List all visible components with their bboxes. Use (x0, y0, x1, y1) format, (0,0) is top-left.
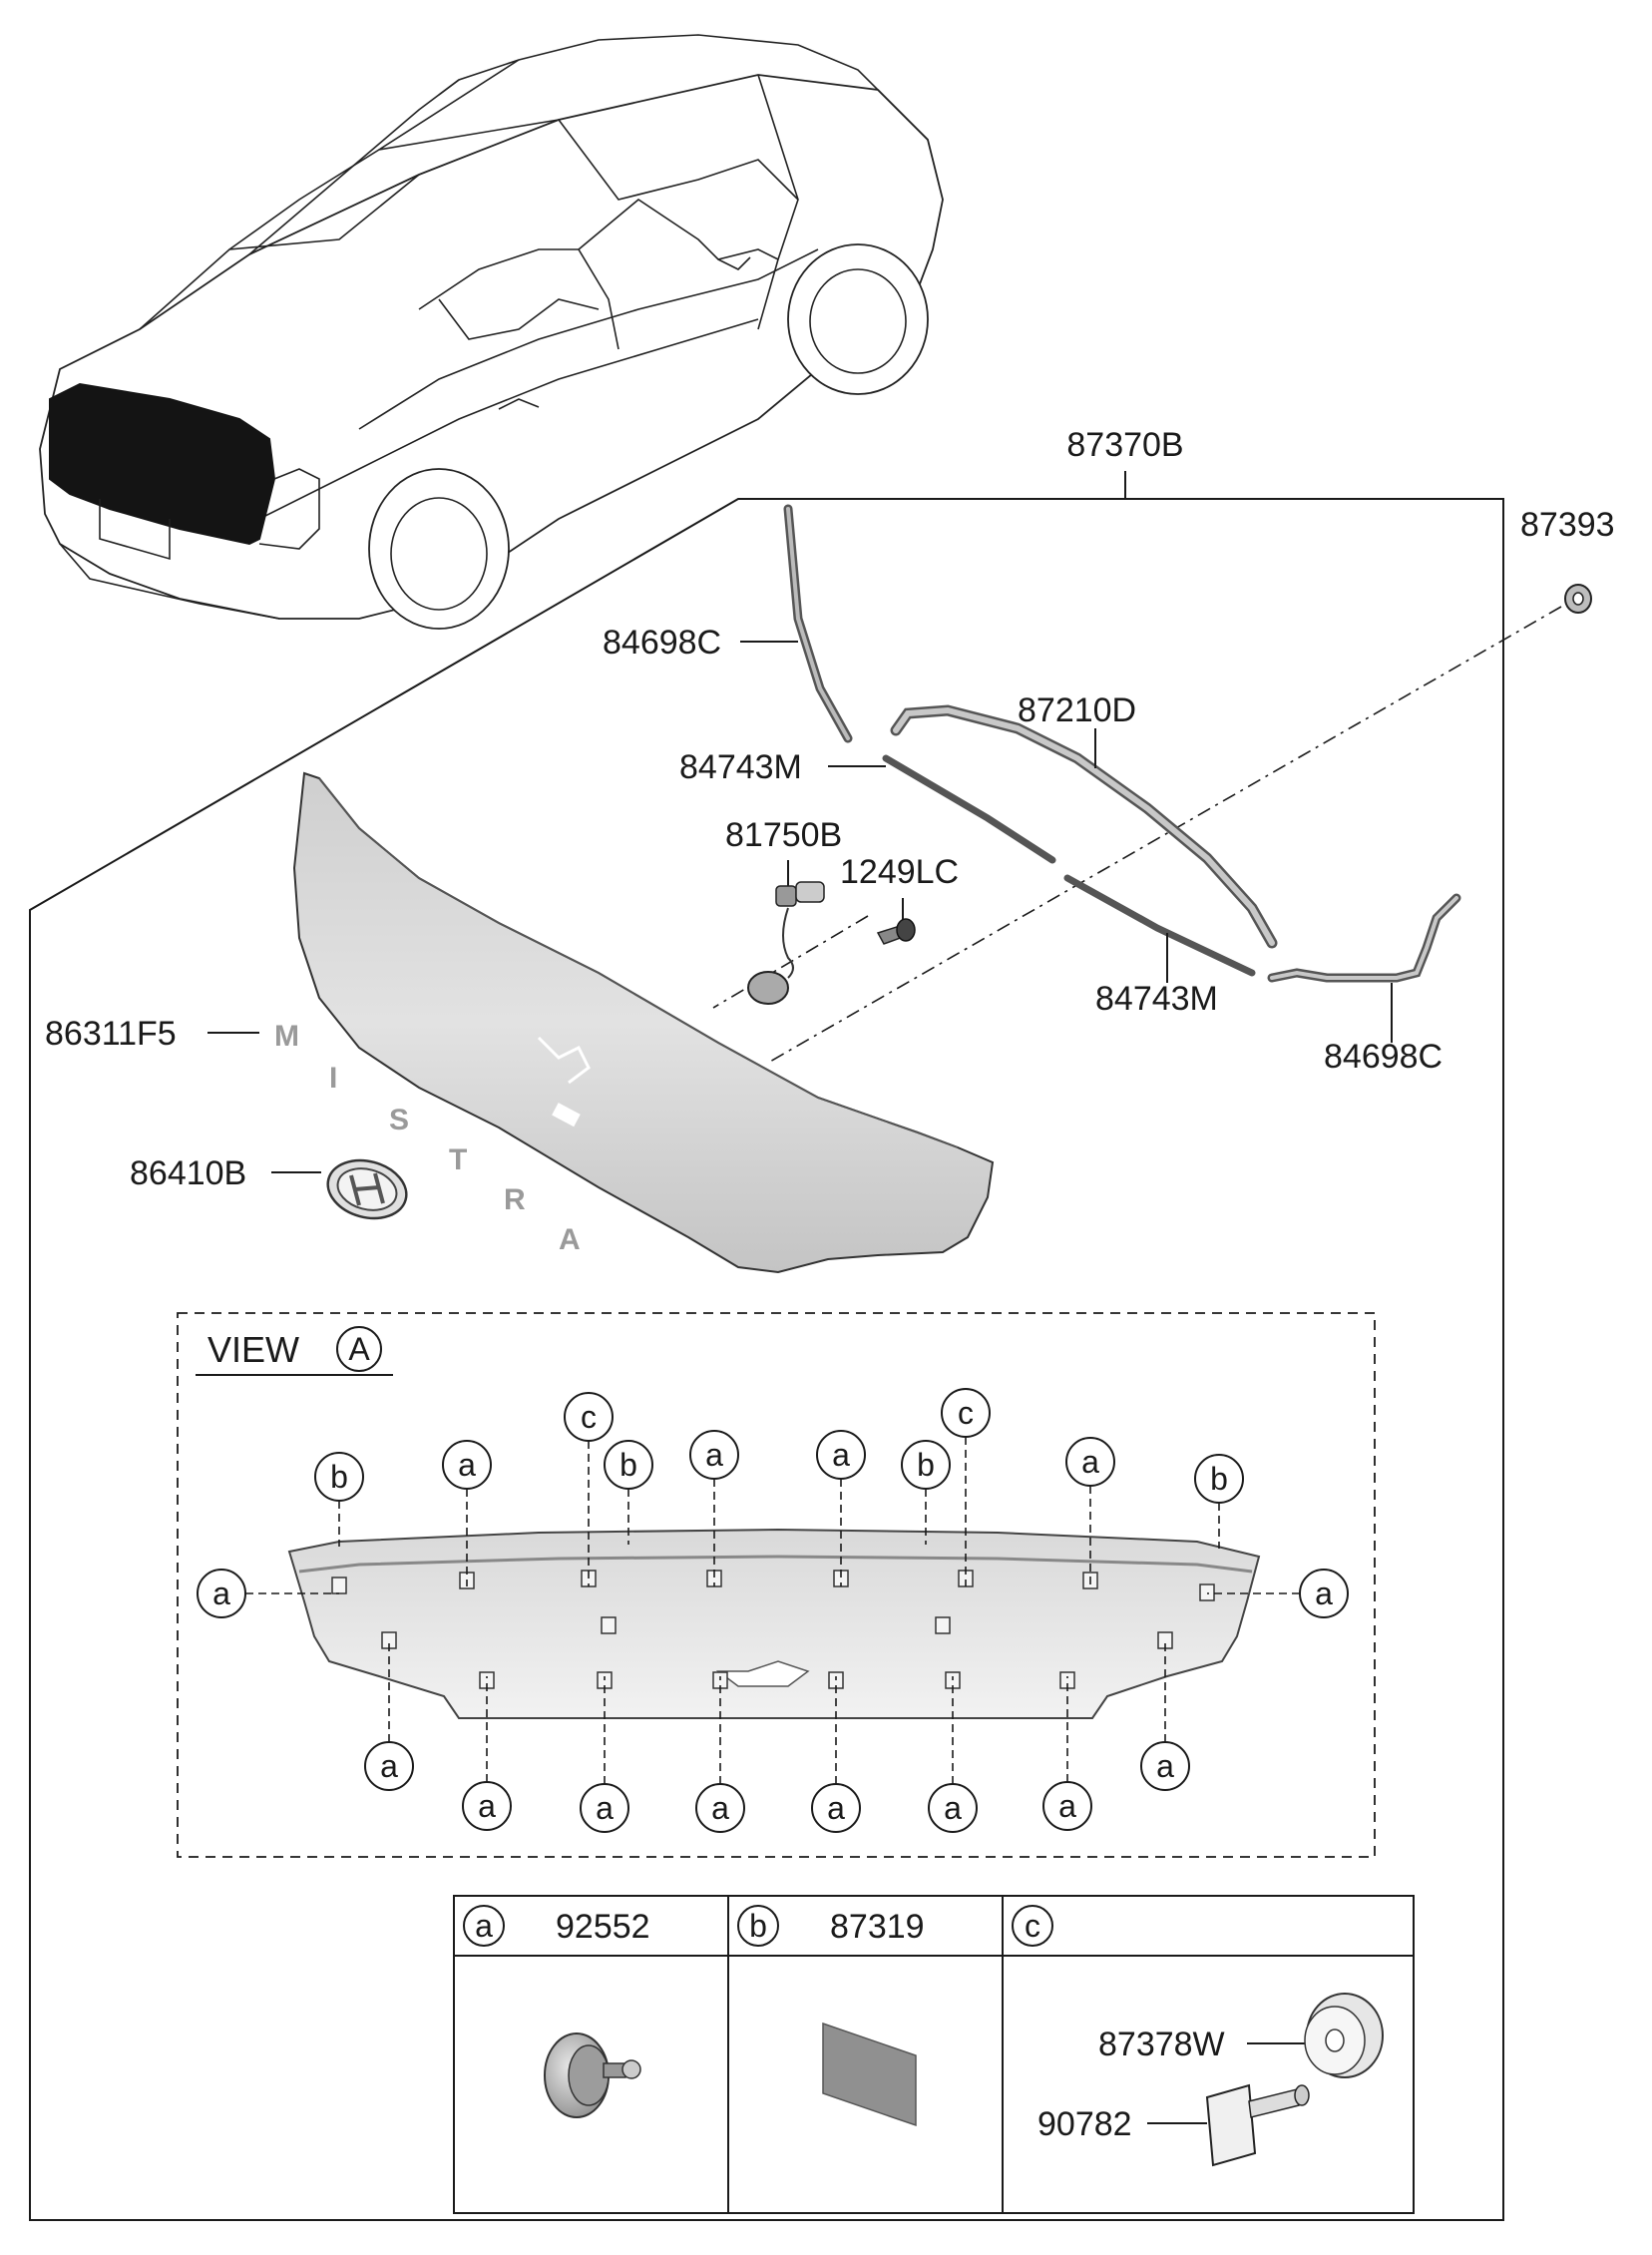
callout-letter-a: a (380, 1748, 398, 1784)
callout-letter-a: a (1058, 1788, 1076, 1824)
emblem-letter-r: R (504, 1183, 526, 1216)
legend-a-part: 92552 (556, 1908, 650, 1946)
legend-a-circle (463, 1905, 505, 1947)
callout-letter-a: a (1156, 1748, 1174, 1784)
clip-marker (1199, 1583, 1215, 1601)
callout-circle-a (197, 1569, 246, 1618)
callout-letter-a: a (827, 1790, 845, 1826)
seal-87210D (890, 704, 1278, 949)
view-marker-circle (336, 1326, 382, 1372)
emblem-letter-a: A (559, 1223, 581, 1256)
legend-b-part: 87319 (830, 1908, 925, 1946)
label-84698C-top: 84698C (603, 624, 721, 662)
car-illustration (39, 34, 944, 630)
callout-letter-b: b (330, 1459, 348, 1495)
callout-letter-a: a (478, 1788, 496, 1824)
screw-1249LC (876, 918, 916, 945)
callout-circle-a (364, 1741, 414, 1791)
view-panel (287, 1528, 1261, 1719)
callout-circle-a (928, 1783, 978, 1833)
callout-circle-a (811, 1783, 861, 1833)
emblem-letter-t: T (449, 1143, 467, 1176)
view-marker: A (348, 1331, 370, 1367)
emblem-letter-i: I (329, 1062, 337, 1095)
callout-circle-a (1140, 1741, 1190, 1791)
label-84698C-bottom: 84698C (1324, 1038, 1443, 1076)
callout-letter-b: b (1210, 1461, 1228, 1497)
callout-circle-c (564, 1392, 614, 1442)
lamp-81750B (747, 881, 825, 1005)
emblem-letter-s: S (389, 1104, 409, 1136)
label-87370B: 87370B (1066, 426, 1183, 464)
callout-letter-b: b (917, 1447, 935, 1483)
callout-circle-a (689, 1430, 739, 1480)
callout-circle-a (442, 1440, 492, 1490)
view-label: VIEW (207, 1329, 299, 1370)
callout-circle-b (901, 1440, 951, 1490)
callout-letter-b: b (620, 1447, 637, 1483)
callout-circle-a (816, 1430, 866, 1480)
callout-letter-a: a (705, 1437, 723, 1473)
trunk-garnish-panel (292, 771, 995, 1274)
label-81750B: 81750B (725, 816, 842, 854)
strip-84743M (882, 754, 1056, 864)
legend-b-key: b (749, 1908, 767, 1944)
callout-letter-a: a (596, 1790, 614, 1826)
callout-letter-c: c (581, 1399, 597, 1435)
axis-line-long (767, 606, 1562, 1064)
legend-b-circle (737, 1905, 779, 1947)
strip-84743M-lower (1063, 874, 1256, 977)
label-87393: 87393 (1520, 506, 1615, 544)
callout-letter-a: a (1081, 1444, 1099, 1480)
callout-circle-a (1042, 1781, 1092, 1831)
callout-circle-a (1065, 1437, 1115, 1487)
label-84743M-top: 84743M (679, 748, 802, 786)
label-84743M-bottom: 84743M (1095, 980, 1218, 1018)
view-a-box (177, 1312, 1376, 1858)
callout-circle-b (604, 1440, 653, 1490)
legend-c-circle (1012, 1905, 1053, 1947)
legend-c-part-87378W: 87378W (1098, 2026, 1225, 2063)
label-86311F5: 86311F5 (45, 1015, 177, 1053)
molding-84698C-top (783, 504, 853, 743)
callout-letter-a: a (832, 1437, 850, 1473)
callout-letter-a: a (1315, 1576, 1333, 1611)
callout-letter-c: c (958, 1395, 974, 1431)
clip-marker (601, 1616, 617, 1634)
callout-circle-a (462, 1781, 512, 1831)
emblem-letters: M I S T R A (274, 1020, 581, 1256)
label-86410B: 86410B (130, 1154, 246, 1192)
callout-circle-b (1194, 1454, 1244, 1504)
clip-marker (331, 1577, 347, 1594)
callout-letter-a: a (711, 1790, 729, 1826)
callout-letter-a: a (212, 1576, 230, 1611)
callout-circle-a (695, 1783, 745, 1833)
clip-marker (935, 1616, 951, 1634)
label-1249LC: 1249LC (840, 853, 959, 891)
label-87210D: 87210D (1018, 691, 1136, 729)
callout-circle-b (314, 1452, 364, 1502)
bolt-90782 (1205, 2083, 1310, 2167)
callout-letter-a: a (944, 1790, 962, 1826)
washer-87378W (1304, 1993, 1384, 2078)
clip-92552 (544, 2032, 641, 2118)
callout-circle-a (580, 1783, 629, 1833)
legend-table (453, 1895, 1415, 2214)
hyundai-logo (326, 1158, 408, 1220)
legend-c-part-90782: 90782 (1037, 2105, 1132, 2143)
nut-87393 (1564, 584, 1592, 614)
pad-87319 (822, 2022, 917, 2127)
assembly-boundary (29, 471, 1504, 2221)
callout-circle-a (1299, 1569, 1349, 1618)
emblem-letter-m: M (274, 1020, 299, 1053)
callout-circle-c (941, 1388, 991, 1438)
legend-a-key: a (475, 1908, 493, 1944)
legend-c-key: c (1025, 1908, 1040, 1944)
callout-letter-a: a (458, 1447, 476, 1483)
